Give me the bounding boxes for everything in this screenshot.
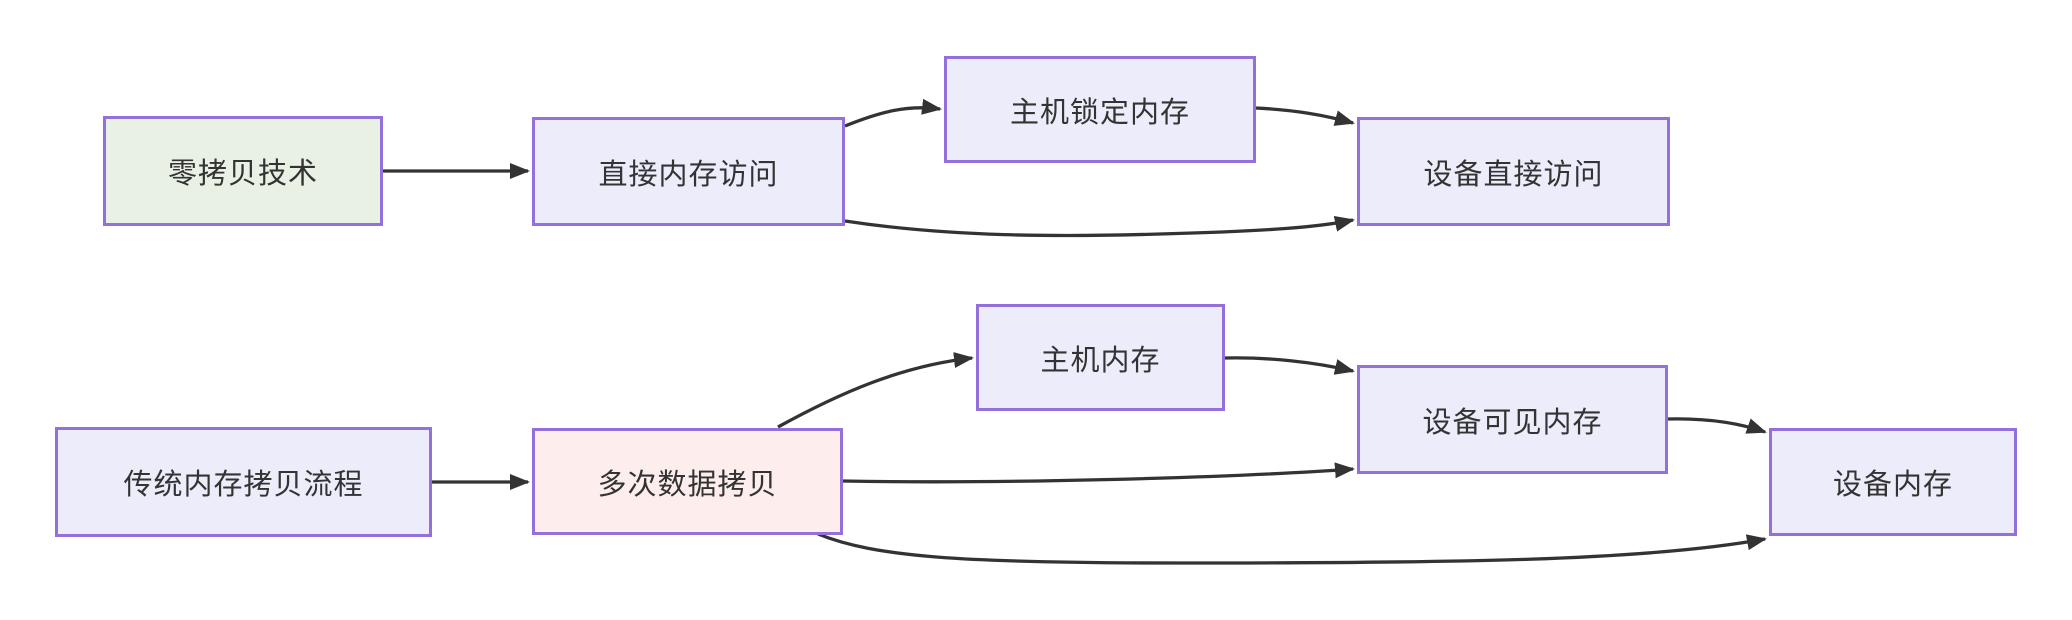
node-traditional-copy-flow: 传统内存拷贝流程 [55, 427, 432, 537]
node-device-direct-access: 设备直接访问 [1357, 117, 1670, 226]
node-multiple-data-copies: 多次数据拷贝 [532, 428, 843, 535]
edge-multi-copy-to-host-mem [777, 352, 974, 429]
edge-multi-copy-to-dev-visible [842, 462, 1355, 484]
edge-dma-to-device-direct [844, 215, 1355, 238]
edge-multi-copy-to-dev-mem [817, 532, 1767, 565]
node-direct-memory-access: 直接内存访问 [532, 117, 845, 226]
node-zero-copy-tech: 零拷贝技术 [103, 116, 383, 226]
node-device-memory: 设备内存 [1769, 428, 2017, 536]
edge-pinned-to-device-direct [1255, 106, 1355, 126]
node-host-memory: 主机内存 [976, 304, 1225, 411]
node-device-visible-memory: 设备可见内存 [1357, 365, 1668, 474]
edge-host-mem-to-dev-visible [1224, 356, 1355, 375]
edge-dma-to-pinned [844, 98, 942, 128]
edge-dev-visible-to-dev-mem [1667, 417, 1767, 434]
node-host-pinned-memory: 主机锁定内存 [944, 56, 1256, 163]
